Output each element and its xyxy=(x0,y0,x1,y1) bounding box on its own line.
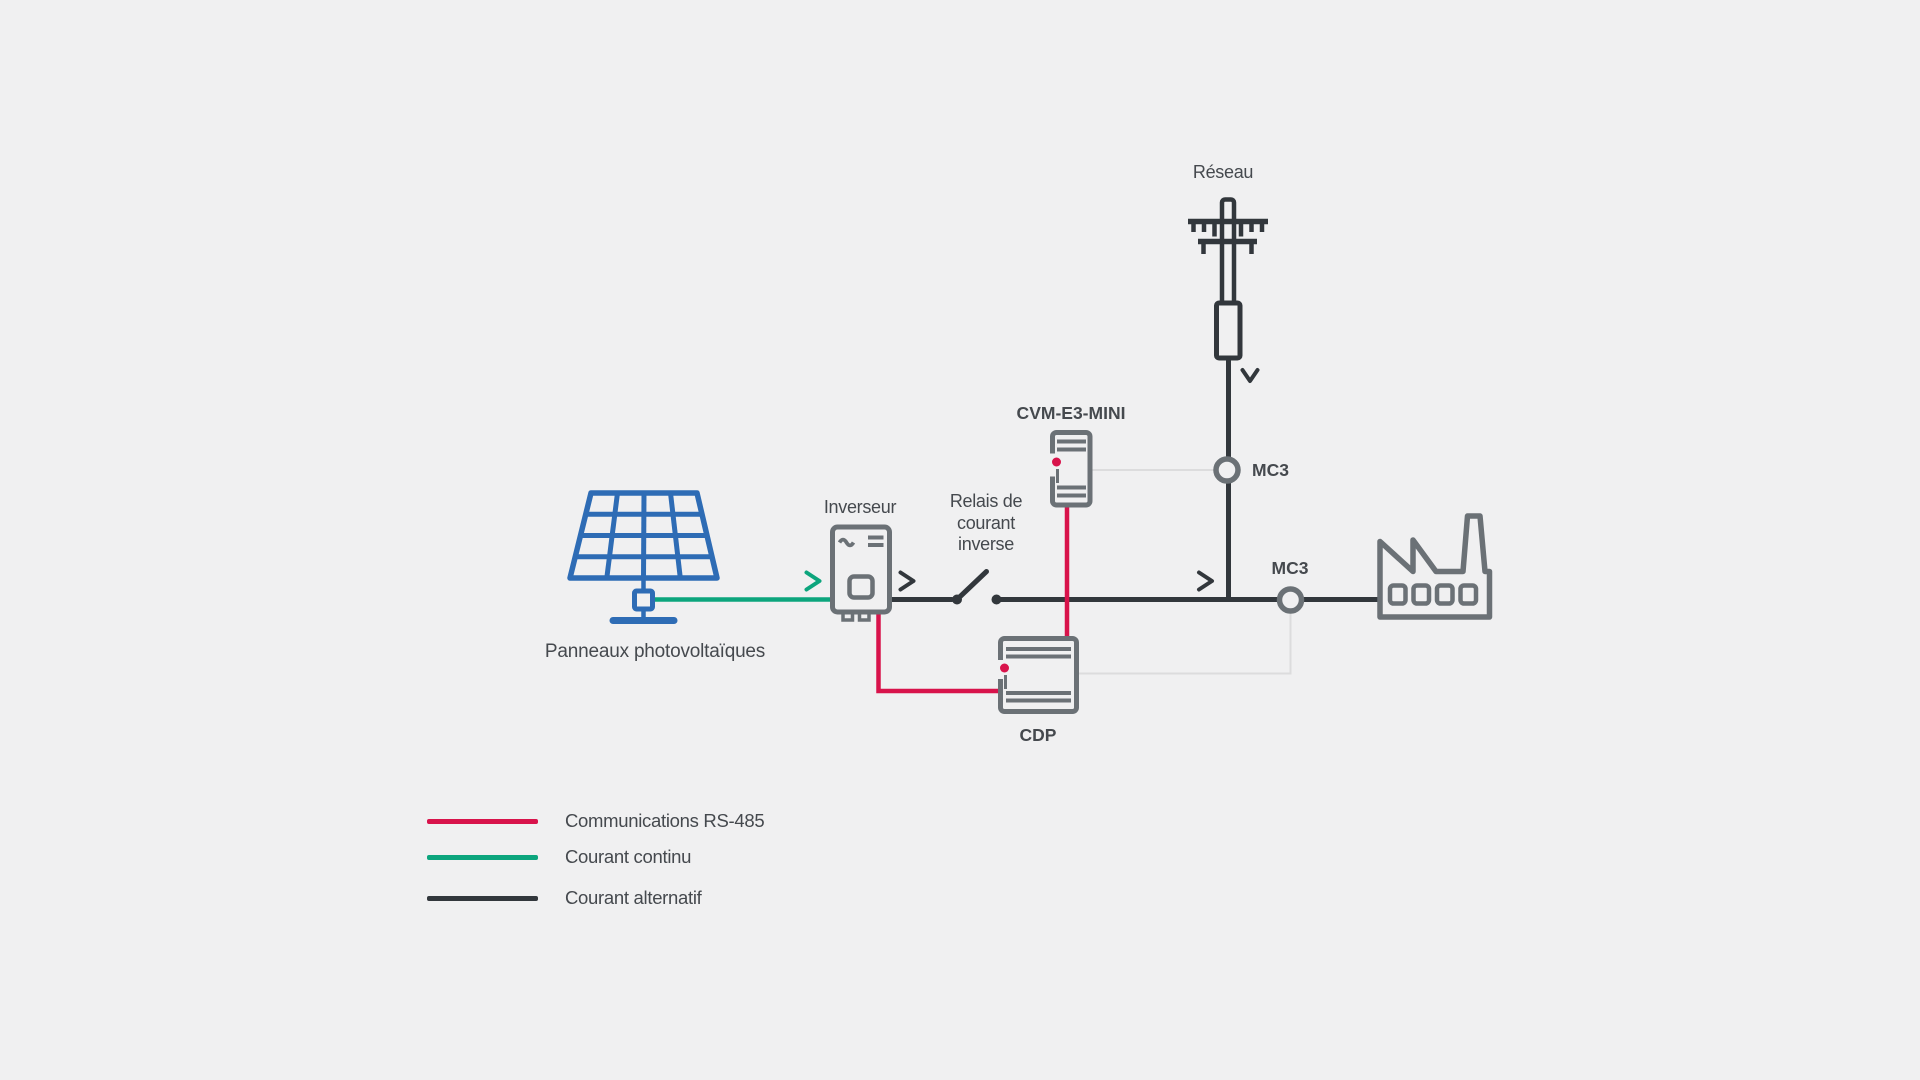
panels-label: Panneaux photovoltaïques xyxy=(544,641,766,662)
cdp-led-dot xyxy=(1000,663,1009,673)
inverter-icon xyxy=(830,524,892,622)
ct-ring-grid-icon xyxy=(1213,456,1241,484)
legend-swatch-dc xyxy=(427,854,538,860)
disconnect-switch-icon xyxy=(952,569,1002,605)
legend-swatch-rs485 xyxy=(427,818,538,824)
ac-flow-arrow-icon xyxy=(898,570,916,592)
legend-label-rs485: Communications RS-485 xyxy=(565,810,765,831)
solar-panel-icon xyxy=(567,490,720,624)
ct-ring-load-icon xyxy=(1276,586,1305,614)
measure-wire-cdp-mc3 xyxy=(1076,612,1292,675)
utility-pole-icon xyxy=(1188,197,1268,361)
pole-fuse-icon xyxy=(1214,300,1243,361)
cvm-device-icon xyxy=(1047,430,1093,508)
ac-flow-arrow-icon-2 xyxy=(1197,570,1214,592)
cvm-led-dot xyxy=(1052,457,1061,467)
mc3-load-label: MC3 xyxy=(1271,558,1309,578)
legend-row-ac: Courant alternatif xyxy=(427,887,702,909)
factory-icon xyxy=(1377,513,1493,620)
inverter-label: Inverseur xyxy=(823,497,897,517)
legend-label-dc: Courant continu xyxy=(565,846,692,867)
cdp-device-icon xyxy=(995,636,1079,714)
mc3-grid-label: MC3 xyxy=(1252,460,1289,480)
relay-label: Relais de courant inverse xyxy=(949,491,1023,554)
legend-swatch-ac xyxy=(427,895,538,901)
legend-label-ac: Courant alternatif xyxy=(565,887,702,908)
dc-flow-arrow-icon xyxy=(804,570,822,592)
rs485-line-inverter-cdp xyxy=(876,611,1001,694)
grid-down-arrow-icon xyxy=(1240,368,1260,383)
grid-label: Réseau xyxy=(1192,162,1254,182)
legend-row-dc: Courant continu xyxy=(427,846,691,868)
cdp-label: CDP xyxy=(1019,725,1057,745)
cvm-label: CVM-E3-MINI xyxy=(1016,403,1126,423)
legend-row-rs485: Communications RS-485 xyxy=(427,810,765,832)
ac-wave-icon xyxy=(837,537,856,548)
